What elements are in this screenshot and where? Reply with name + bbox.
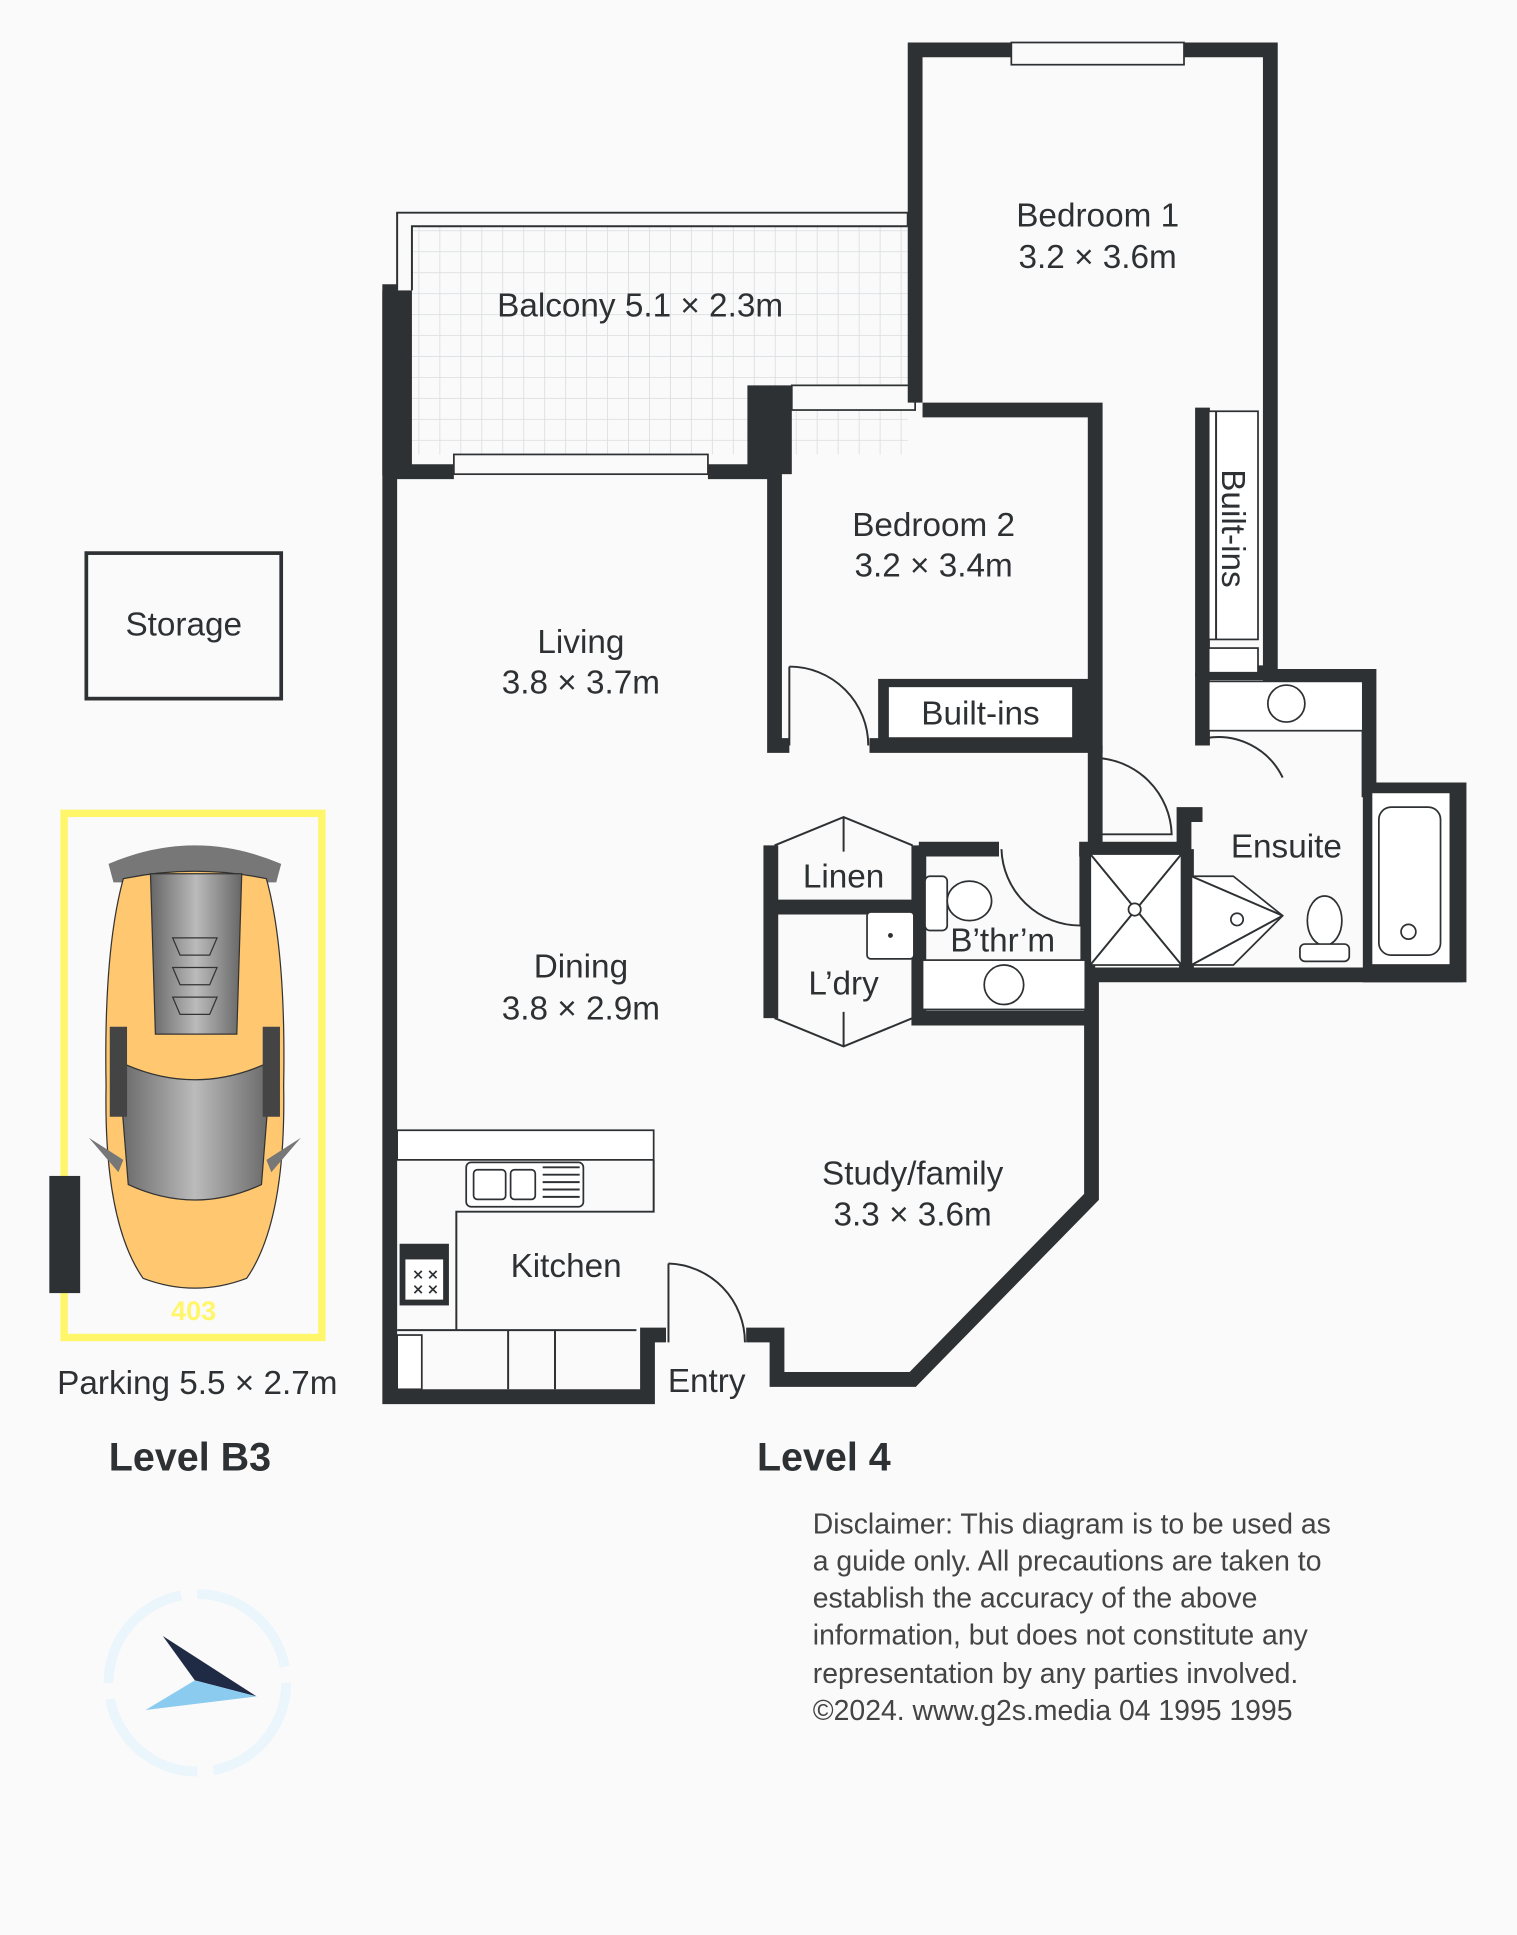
- laundry-label: L’dry: [808, 966, 879, 1003]
- linen-label: Linen: [803, 858, 884, 895]
- ensuite-label: Ensuite: [1231, 829, 1342, 866]
- disclaimer: Disclaimer: This diagram is to be used a…: [813, 1509, 1331, 1727]
- bedroom1-size: 3.2 × 3.6m: [1019, 239, 1177, 276]
- bedroom2-size: 3.2 × 3.4m: [855, 548, 1013, 585]
- built-ins-bedroom1: [1207, 410, 1259, 674]
- walls: [382, 41, 1463, 1405]
- bathroom-fixtures: [866, 680, 1467, 1011]
- doors: [667, 665, 1284, 1343]
- level-b3-label: Level B3: [109, 1436, 271, 1480]
- parking-label: Parking 5.5 × 2.7m: [57, 1365, 337, 1402]
- bathroom-label: B’thr’m: [950, 922, 1055, 959]
- bedroom2-label: Bedroom 2: [852, 507, 1015, 544]
- disclaimer-line: representation by any parties involved.: [813, 1658, 1299, 1690]
- entry-label: Entry: [668, 1363, 746, 1400]
- car-icon: [88, 845, 301, 1289]
- storage-box: [84, 551, 284, 701]
- disclaimer-line: Disclaimer: This diagram is to be used a…: [813, 1509, 1331, 1541]
- disclaimer-line: information, but does not constitute any: [813, 1620, 1309, 1652]
- dining-size: 3.8 × 2.9m: [502, 990, 660, 1027]
- living-size: 3.8 × 3.7m: [502, 665, 660, 702]
- compass-icon: [103, 1589, 292, 1777]
- built-ins-bedroom2: [878, 678, 1096, 744]
- living-label: Living: [537, 624, 624, 661]
- built-ins-label-2: Built-ins: [921, 696, 1039, 733]
- kitchen-label: Kitchen: [511, 1248, 622, 1285]
- study-label: Study/family: [822, 1156, 1004, 1193]
- parking-number: 403: [171, 1295, 216, 1326]
- study-size: 3.3 × 3.6m: [834, 1196, 992, 1233]
- disclaimer-line: ©2024. www.g2s.media 04 1995 1995: [813, 1695, 1293, 1727]
- balcony-label: Balcony 5.1 × 2.3m: [497, 287, 783, 324]
- storage-label: Storage: [125, 607, 242, 644]
- dining-label: Dining: [534, 948, 628, 985]
- kitchen-fixtures: [396, 1129, 655, 1391]
- disclaimer-line: a guide only. All precautions are taken …: [813, 1546, 1322, 1578]
- balcony: [382, 211, 916, 476]
- built-ins-label-1: Built-ins: [1214, 469, 1251, 587]
- disclaimer-line: establish the accuracy of the above: [813, 1583, 1258, 1615]
- bedroom1-label: Bedroom 1: [1016, 197, 1179, 234]
- parking-space: 403: [49, 809, 326, 1342]
- level-4-label: Level 4: [757, 1436, 891, 1480]
